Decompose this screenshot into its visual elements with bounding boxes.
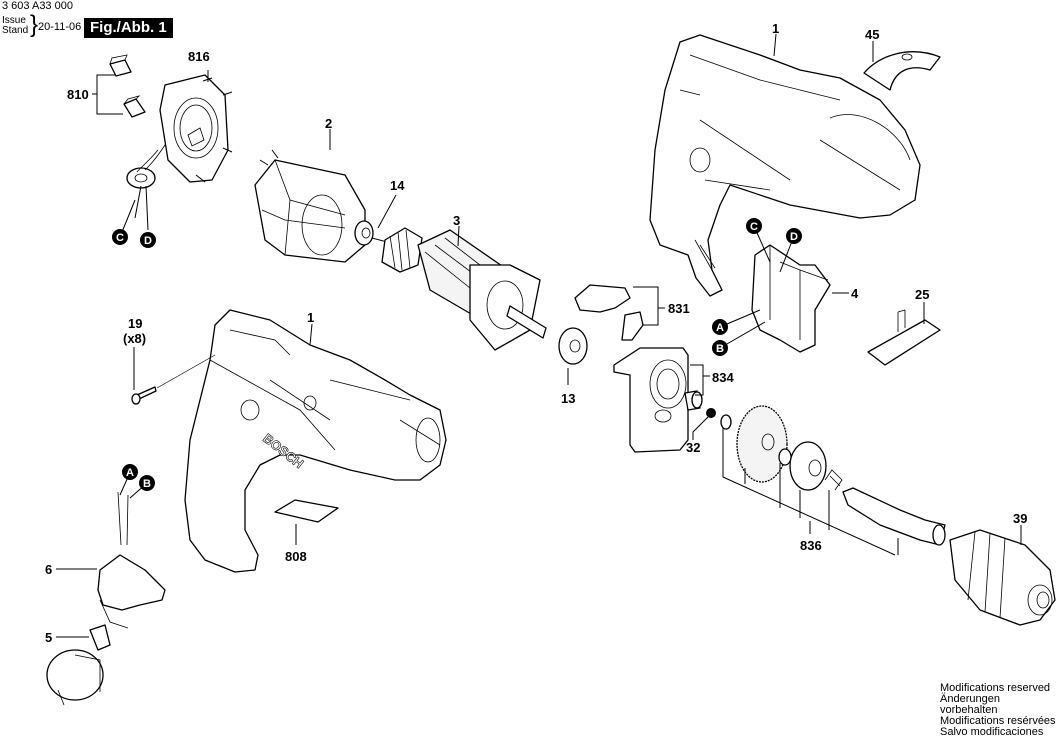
part-25-lock-button[interactable]: [867, 309, 941, 366]
issue-date: 20-11-06: [38, 21, 82, 33]
svg-text:B: B: [143, 478, 151, 490]
connector-d-switch: D: [786, 228, 802, 244]
label-4: 4: [851, 286, 859, 301]
part-2-stator[interactable]: [254, 149, 366, 263]
brace: }: [30, 11, 39, 38]
notice-line-fr: Modifications resérvées: [940, 715, 1056, 727]
modifications-notice: Modifications reserved Änderungen vorbeh…: [940, 683, 1057, 738]
label-14: 14: [390, 178, 405, 193]
connector-b-cord: B: [139, 475, 155, 491]
connector-c-switch: C: [746, 218, 762, 234]
notice-line-es: Salvo modificaciones: [940, 726, 1044, 738]
label-1-bottom: 1: [307, 310, 314, 325]
svg-text:C: C: [750, 221, 758, 233]
label-32: 32: [686, 440, 700, 455]
svg-text:A: A: [126, 467, 134, 479]
part-14-bearing[interactable]: [354, 220, 374, 246]
label-2: 2: [325, 116, 332, 131]
label-816: 816: [188, 49, 210, 64]
label-45: 45: [865, 27, 879, 42]
part-5-power-cord[interactable]: [46, 624, 111, 706]
connector-c-left: C: [112, 229, 128, 245]
label-808: 808: [285, 549, 307, 564]
part-32-steel-ball[interactable]: [706, 408, 716, 418]
part-834-bearing-flange[interactable]: [613, 347, 703, 453]
issue-label: Issue: [2, 15, 26, 26]
figure-label: Fig./Abb. 1: [84, 18, 173, 38]
notice-line-en: Modifications reserved: [940, 682, 1051, 694]
svg-text:B: B: [716, 343, 724, 355]
svg-text:A: A: [716, 322, 724, 334]
connector-b-switch: B: [712, 340, 728, 356]
document-number: 3 603 A33 000: [2, 0, 73, 12]
connector-a-switch: A: [712, 319, 728, 335]
issue-stand-label: Issue Stand: [2, 16, 28, 36]
part-810-carbon-brushes[interactable]: [109, 54, 146, 118]
connector-d-left: D: [140, 232, 156, 248]
part-19-screw[interactable]: [131, 386, 157, 405]
label-19: 19: [128, 316, 142, 331]
label-836: 836: [800, 538, 822, 553]
label-13: 13: [561, 391, 575, 406]
part-45-cover-plate[interactable]: [863, 51, 941, 91]
svg-text:D: D: [790, 231, 798, 243]
notice-line-de: Änderungen vorbehalten: [940, 693, 1000, 716]
label-39: 39: [1013, 511, 1027, 526]
label-19-qty: (x8): [123, 331, 146, 346]
part-1-housing-right[interactable]: [649, 34, 921, 297]
label-834: 834: [712, 370, 734, 385]
part-1-housing-left[interactable]: BOSCH: [184, 309, 447, 573]
label-810: 810: [67, 87, 89, 102]
svg-text:C: C: [116, 232, 124, 244]
label-6: 6: [45, 562, 52, 577]
label-3: 3: [453, 213, 460, 228]
stand-label: Stand: [2, 25, 29, 36]
part-39-chuck[interactable]: [949, 529, 1056, 626]
svg-text:D: D: [144, 235, 152, 247]
part-13-bearing[interactable]: [558, 327, 588, 365]
label-1-top: 1: [772, 21, 779, 36]
part-4-switch[interactable]: [751, 244, 831, 353]
part-3-armature[interactable]: [371, 227, 547, 351]
connector-a-cord: A: [122, 464, 138, 480]
part-6-cable-sleeve[interactable]: [97, 491, 166, 629]
part-808-nameplate[interactable]: [274, 499, 339, 523]
label-831: 831: [668, 301, 690, 316]
part-816-brush-holder[interactable]: [126, 74, 233, 231]
part-831-switch-lever[interactable]: [574, 284, 644, 341]
label-25: 25: [915, 287, 929, 302]
label-5: 5: [45, 630, 52, 645]
part-836-gear-spindle-set[interactable]: [720, 405, 946, 546]
